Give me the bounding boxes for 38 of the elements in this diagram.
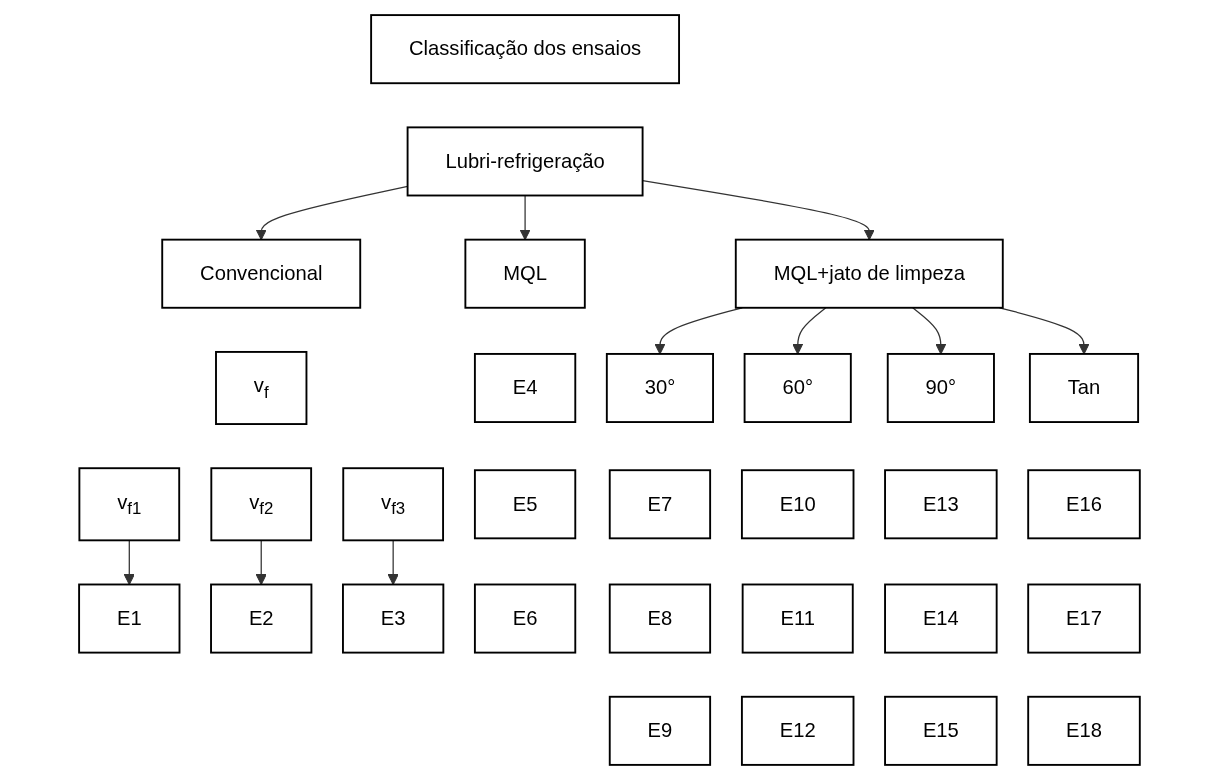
- node-box: E8: [608, 583, 712, 654]
- arrow: [255, 539, 267, 585]
- node-box: E13: [884, 469, 998, 540]
- node-box: E11: [741, 583, 854, 654]
- node-box: v$_{f2}$: [210, 467, 313, 542]
- node-box: E15: [884, 695, 998, 766]
- node-box: E14: [884, 583, 998, 654]
- node-box: 30°: [605, 353, 715, 423]
- node-box: v$_{f3}$: [342, 467, 445, 542]
- node-box: E1: [78, 583, 181, 654]
- node-box: E18: [1027, 695, 1141, 766]
- node-box: Convencional: [161, 238, 362, 309]
- node-box: E17: [1027, 583, 1141, 654]
- node-box: E3: [342, 583, 445, 654]
- arrow: [912, 307, 947, 355]
- node-box: 60°: [743, 353, 852, 423]
- node-box: MQL: [464, 238, 586, 309]
- node-box: 90°: [886, 353, 995, 423]
- node-box: v$_{f1}$: [78, 467, 181, 542]
- arrow: [642, 179, 875, 241]
- arrow: [123, 539, 135, 585]
- node-box: E16: [1027, 469, 1141, 540]
- arrow: [792, 307, 827, 355]
- node-box: E12: [741, 695, 855, 766]
- node-box: Classificação dos ensaios: [370, 14, 681, 85]
- node-box: E5: [474, 469, 577, 540]
- node-box: v$_{f}$: [215, 351, 308, 425]
- arrow: [519, 194, 531, 241]
- node-box: E2: [210, 583, 313, 654]
- node-box: E10: [741, 469, 855, 540]
- node-box: E9: [608, 695, 712, 766]
- node-box: Lubri-refrigeração: [406, 126, 644, 197]
- node-box: MQL+jato de limpeza: [734, 238, 1004, 309]
- node-box: E7: [608, 469, 712, 540]
- node-box: E4: [474, 353, 577, 423]
- node-box: E6: [474, 583, 577, 654]
- node-box: Tan: [1029, 353, 1140, 423]
- arrow: [387, 539, 399, 585]
